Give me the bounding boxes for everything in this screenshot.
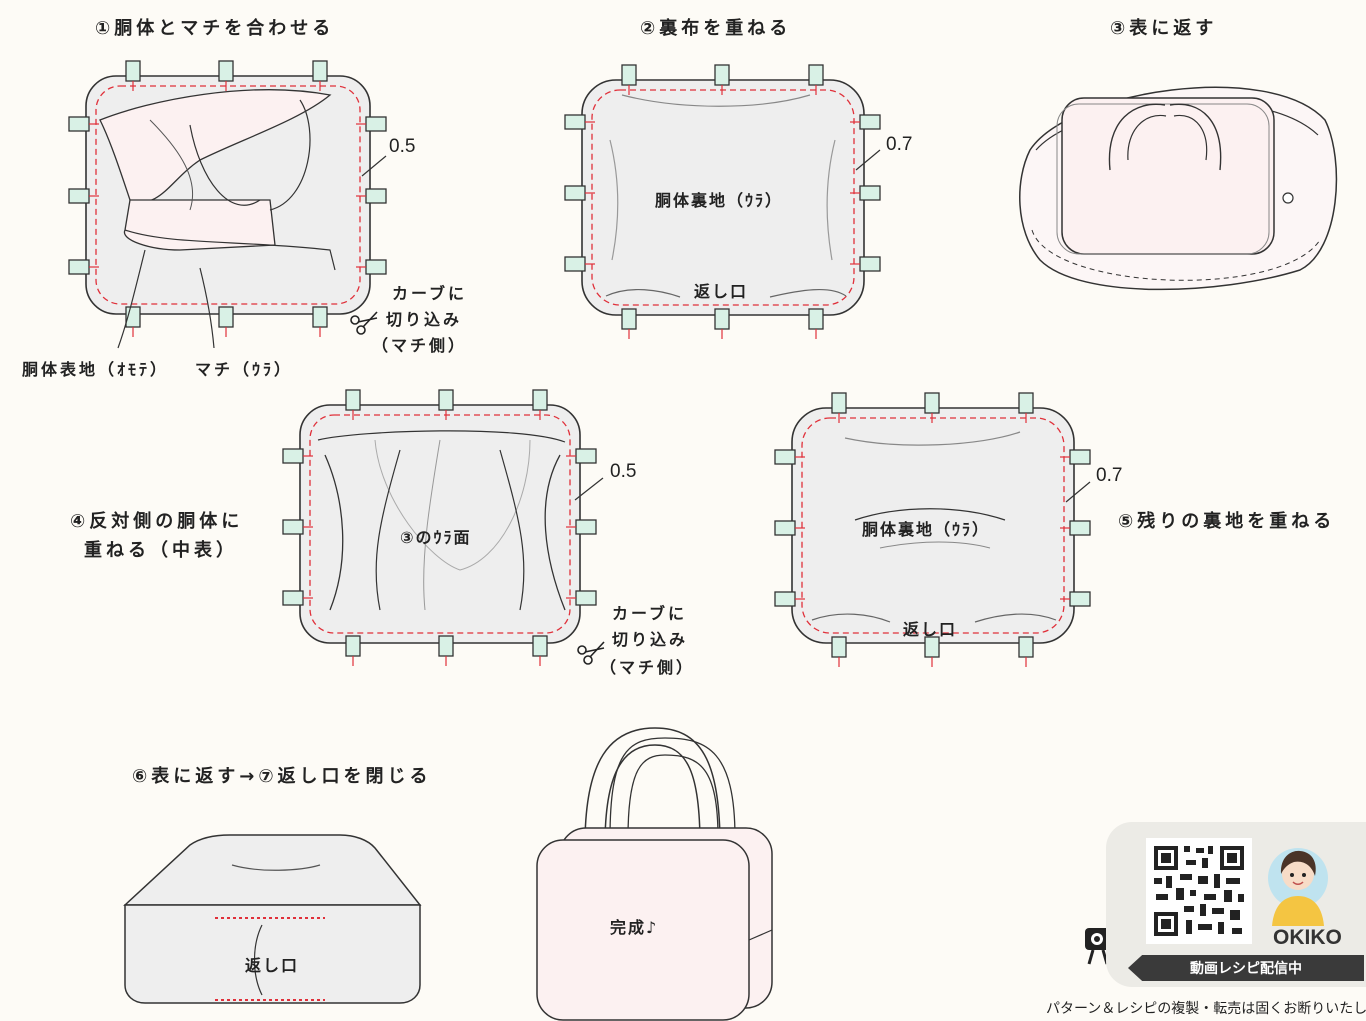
scissors-icon — [577, 641, 605, 665]
step4-title-line1: ④反対側の胴体に — [70, 511, 244, 532]
body-outer-label: 胴体表地（ｵﾓﾃ） — [22, 360, 170, 379]
video-recipe-ribbon[interactable]: 動画レシピ配信中 — [1128, 955, 1364, 981]
finished-bag — [536, 727, 773, 1021]
step2-title: ②裏布を重ねる — [640, 18, 792, 39]
opening-label: 返し口 — [694, 282, 749, 301]
brand-name: OKIKO — [1273, 926, 1342, 949]
panel-step1 — [68, 60, 387, 349]
step3-back-label: ③のｳﾗ面 — [400, 528, 472, 547]
opening-label: 返し口 — [903, 620, 958, 639]
curve-note-line2: 切り込み — [386, 310, 463, 329]
done-label: 完成♪ — [610, 918, 659, 937]
seam-allowance-label: 0.5 — [389, 136, 416, 157]
gusset-label: マチ（ｳﾗ） — [195, 360, 294, 379]
panel-step2 — [564, 64, 881, 340]
seam-allowance-label: 0.7 — [1096, 465, 1123, 486]
opening-label: 返し口 — [245, 956, 300, 975]
step4-title-line2: 重ねる（中表） — [84, 540, 238, 561]
step3-title: ③表に返す — [1110, 18, 1218, 39]
panel-step3 — [1019, 86, 1338, 291]
seam-allowance-label: 0.7 — [886, 134, 913, 155]
scissors-icon — [350, 311, 378, 335]
body-lining-label: 胴体裏地（ｳﾗ） — [655, 191, 784, 210]
curve-note-line3: （マチ側） — [600, 658, 696, 677]
body-lining-label: 胴体裏地（ｳﾗ） — [862, 520, 991, 539]
panel-step4 — [282, 389, 604, 667]
copyright-notice: パターン＆レシピの複製・転売は固くお断りいたし — [1046, 1000, 1366, 1016]
qr-code-icon[interactable] — [1146, 838, 1252, 944]
curve-note-line1: カーブに — [612, 604, 688, 623]
curve-note-line1: カーブに — [392, 284, 468, 303]
step6-title: ⑥表に返す→⑦返し口を閉じる — [132, 766, 432, 787]
curve-note-line3: （マチ側） — [372, 336, 468, 355]
panel-step6-turned — [123, 834, 422, 1004]
avatar-icon — [1268, 848, 1328, 926]
curve-note-line2: 切り込み — [612, 630, 689, 649]
seam-allowance-label: 0.5 — [610, 461, 637, 482]
step5-title: ⑤残りの裏地を重ねる — [1118, 511, 1336, 532]
step1-title: ①胴体とマチを合わせる — [95, 18, 335, 39]
panel-step5 — [774, 392, 1091, 668]
